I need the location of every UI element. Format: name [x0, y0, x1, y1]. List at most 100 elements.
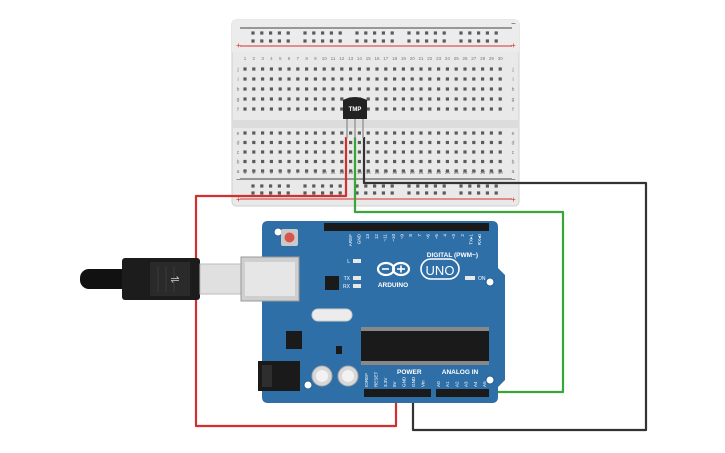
terminal-hole[interactable]	[481, 97, 485, 101]
terminal-hole[interactable]	[322, 159, 326, 164]
terminal-hole[interactable]	[322, 67, 326, 71]
terminal-hole[interactable]	[340, 150, 344, 154]
terminal-hole[interactable]	[489, 150, 493, 154]
rail-hole[interactable]	[468, 191, 472, 195]
terminal-hole[interactable]	[472, 150, 476, 154]
rail-hole[interactable]	[485, 184, 489, 188]
terminal-hole[interactable]	[454, 131, 458, 135]
terminal-hole[interactable]	[463, 169, 467, 173]
terminal-hole[interactable]	[366, 159, 370, 164]
wires[interactable]	[194, 137, 648, 432]
rail-hole[interactable]	[269, 39, 273, 43]
terminal-hole[interactable]	[278, 77, 282, 81]
terminal-hole[interactable]	[445, 150, 449, 154]
terminal-hole[interactable]	[437, 150, 441, 154]
terminal-hole[interactable]	[305, 87, 309, 91]
terminal-hole[interactable]	[472, 107, 476, 111]
terminal-hole[interactable]	[445, 140, 449, 145]
rail-hole[interactable]	[355, 39, 359, 43]
terminal-hole[interactable]	[498, 77, 502, 81]
rail-hole[interactable]	[364, 184, 368, 188]
rail-hole[interactable]	[416, 39, 420, 43]
terminal-hole[interactable]	[322, 97, 326, 101]
terminal-hole[interactable]	[243, 150, 247, 154]
terminal-hole[interactable]	[349, 159, 353, 164]
rail-hole[interactable]	[321, 184, 325, 188]
terminal-hole[interactable]	[419, 107, 423, 111]
terminal-hole[interactable]	[463, 131, 467, 135]
terminal-hole[interactable]	[481, 150, 485, 154]
terminal-hole[interactable]	[305, 107, 309, 111]
terminal-hole[interactable]	[340, 107, 344, 111]
terminal-hole[interactable]	[489, 87, 493, 91]
terminal-hole[interactable]	[313, 107, 317, 111]
terminal-hole[interactable]	[269, 87, 273, 91]
terminal-hole[interactable]	[278, 150, 282, 154]
rail-hole[interactable]	[251, 184, 255, 188]
terminal-hole[interactable]	[313, 77, 317, 81]
terminal-hole[interactable]	[384, 159, 388, 164]
rail-hole[interactable]	[277, 31, 281, 35]
rail-hole[interactable]	[425, 31, 429, 35]
terminal-hole[interactable]	[375, 159, 379, 164]
terminal-hole[interactable]	[287, 97, 291, 101]
terminal-hole[interactable]	[437, 107, 441, 111]
terminal-hole[interactable]	[375, 150, 379, 154]
terminal-hole[interactable]	[445, 169, 449, 173]
digital-header[interactable]	[324, 223, 489, 231]
rail-hole[interactable]	[407, 39, 411, 43]
terminal-hole[interactable]	[322, 77, 326, 81]
terminal-hole[interactable]	[472, 97, 476, 101]
terminal-hole[interactable]	[489, 107, 493, 111]
terminal-hole[interactable]	[375, 107, 379, 111]
terminal-hole[interactable]	[384, 131, 388, 135]
rail-hole[interactable]	[312, 184, 316, 188]
rail-hole[interactable]	[433, 184, 437, 188]
terminal-hole[interactable]	[366, 77, 370, 81]
rail-hole[interactable]	[442, 39, 446, 43]
rail-hole[interactable]	[303, 184, 307, 188]
terminal-hole[interactable]	[437, 87, 441, 91]
terminal-hole[interactable]	[454, 150, 458, 154]
terminal-hole[interactable]	[445, 131, 449, 135]
terminal-hole[interactable]	[252, 107, 256, 111]
rail-hole[interactable]	[494, 184, 498, 188]
rail-hole[interactable]	[303, 31, 307, 35]
terminal-hole[interactable]	[366, 87, 370, 91]
terminal-hole[interactable]	[278, 169, 282, 173]
terminal-hole[interactable]	[410, 131, 414, 135]
rail-hole[interactable]	[390, 39, 394, 43]
terminal-hole[interactable]	[498, 87, 502, 91]
terminal-hole[interactable]	[419, 131, 423, 135]
terminal-hole[interactable]	[489, 140, 493, 145]
terminal-hole[interactable]	[393, 140, 397, 145]
terminal-hole[interactable]	[498, 131, 502, 135]
terminal-hole[interactable]	[437, 159, 441, 164]
terminal-hole[interactable]	[261, 131, 265, 135]
terminal-hole[interactable]	[296, 77, 300, 81]
rail-hole[interactable]	[286, 184, 290, 188]
terminal-hole[interactable]	[340, 87, 344, 91]
rail-hole[interactable]	[459, 39, 463, 43]
terminal-hole[interactable]	[481, 107, 485, 111]
terminal-hole[interactable]	[252, 169, 256, 173]
terminal-hole[interactable]	[472, 169, 476, 173]
rail-hole[interactable]	[329, 184, 333, 188]
terminal-hole[interactable]	[243, 87, 247, 91]
terminal-hole[interactable]	[305, 67, 309, 71]
terminal-hole[interactable]	[463, 107, 467, 111]
terminal-hole[interactable]	[384, 107, 388, 111]
terminal-hole[interactable]	[445, 67, 449, 71]
terminal-hole[interactable]	[252, 67, 256, 71]
terminal-hole[interactable]	[331, 131, 335, 135]
rail-hole[interactable]	[442, 184, 446, 188]
terminal-hole[interactable]	[269, 97, 273, 101]
terminal-hole[interactable]	[463, 67, 467, 71]
rail-hole[interactable]	[416, 31, 420, 35]
terminal-hole[interactable]	[322, 150, 326, 154]
rail-hole[interactable]	[355, 184, 359, 188]
terminal-hole[interactable]	[261, 97, 265, 101]
power-rail-bottom-holes[interactable]	[251, 184, 498, 195]
terminal-hole[interactable]	[472, 140, 476, 145]
